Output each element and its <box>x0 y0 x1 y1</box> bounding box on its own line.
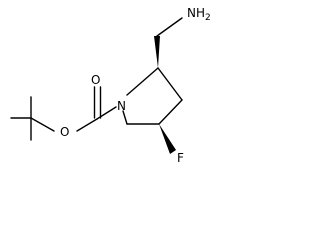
atom-label-o-ester: O <box>60 125 69 139</box>
atom-label-n-ring: N <box>117 99 126 113</box>
bond-tbu-c-o <box>30 117 55 132</box>
bond-c3-c4 <box>158 99 183 125</box>
bond-n-c2 <box>126 67 159 96</box>
bond-o-carbonyl-c <box>76 118 98 132</box>
atom-label-f: F <box>177 151 184 165</box>
stereo-wedge-c2 <box>154 36 160 68</box>
molecule-structure: NH2 O O N F <box>10 6 211 165</box>
bond-ch2-nh2 <box>156 17 183 37</box>
atom-label-o-carbonyl: O <box>91 73 100 87</box>
bond-c2-c3 <box>157 67 183 101</box>
atom-label-nh2: NH2 <box>187 6 211 23</box>
bond-carbonyl-n <box>96 106 117 120</box>
bond-c5-n <box>122 110 128 125</box>
stereo-wedge-c4 <box>159 124 176 154</box>
